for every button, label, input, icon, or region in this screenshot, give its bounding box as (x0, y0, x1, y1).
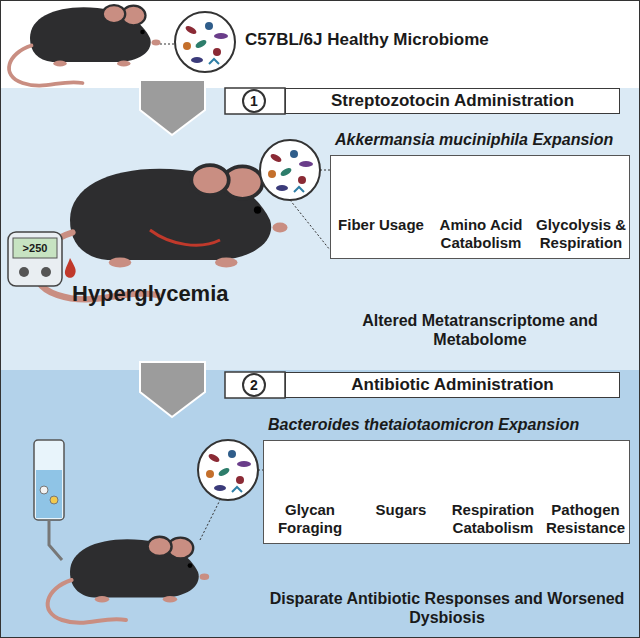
illustration-part (160, 44, 174, 45)
finding-label: Sugars (356, 501, 446, 519)
illustration-part (8, 232, 62, 286)
illustration-part (260, 140, 320, 200)
illustration-part (36, 470, 62, 518)
condition-label: Hyperglycemia (72, 281, 322, 307)
glucose-reading: >250 (13, 242, 57, 255)
illustration-part (225, 88, 285, 114)
result-caption: Altered Metatranscriptome and Metabolome (330, 312, 630, 350)
section-title: C57BL/6J Healthy Microbiome (245, 30, 575, 50)
illustration-part (200, 500, 220, 540)
section-heading: Bacteroides thetaiotaomicron Expansion (268, 416, 579, 434)
finding-label: Glycan Foraging (264, 501, 356, 537)
finding-label: Pathogen Resistance (540, 501, 631, 537)
illustration-part (175, 12, 235, 72)
step-banner: Antibiotic Administration (285, 372, 620, 398)
illustration-part (140, 80, 205, 135)
illustration-part (50, 496, 58, 504)
finding-label: Amino Acid Catabolism (431, 216, 531, 252)
illustration-part (9, 5, 160, 86)
illustration-part (48, 537, 210, 623)
finding-box: Bacteroides thetaiotaomicron ExpansionGl… (263, 440, 630, 544)
finding-box: Akkermansia muciniphila ExpansionFiber U… (330, 155, 630, 259)
illustration-part (35, 165, 287, 299)
section-heading: Akkermansia muciniphila Expansion (335, 131, 613, 149)
illustration-part (0, 370, 640, 638)
illustration-part (13, 238, 57, 258)
illustration-part (34, 440, 64, 520)
illustration-part (40, 486, 48, 494)
illustration-part (19, 267, 29, 277)
illustration-part (49, 520, 62, 560)
callout-number: 2 (250, 377, 258, 393)
step-label: Antibiotic Administration (351, 375, 553, 395)
finding-label: Respiration Catabolism (446, 501, 540, 537)
illustration-part (198, 440, 258, 500)
illustration-part (225, 372, 285, 398)
result-caption: Disparate Antibiotic Responses and Worse… (262, 590, 632, 628)
illustration-part (150, 230, 220, 245)
illustration-part (290, 200, 330, 250)
illustration-part (65, 258, 76, 278)
step-number: 1 (242, 89, 266, 113)
illustration-part (0, 88, 640, 370)
illustration-part (41, 267, 51, 277)
step-number: 2 (242, 373, 266, 397)
illustration-part (320, 170, 330, 171)
step-banner: Streptozotocin Administration (285, 88, 620, 114)
finding-label: Glycolysis & Respiration (531, 216, 631, 252)
step-label: Streptozotocin Administration (331, 91, 574, 111)
finding-label: Fiber Usage (331, 216, 431, 234)
illustration-part (140, 362, 205, 417)
callout-number: 1 (250, 93, 258, 109)
